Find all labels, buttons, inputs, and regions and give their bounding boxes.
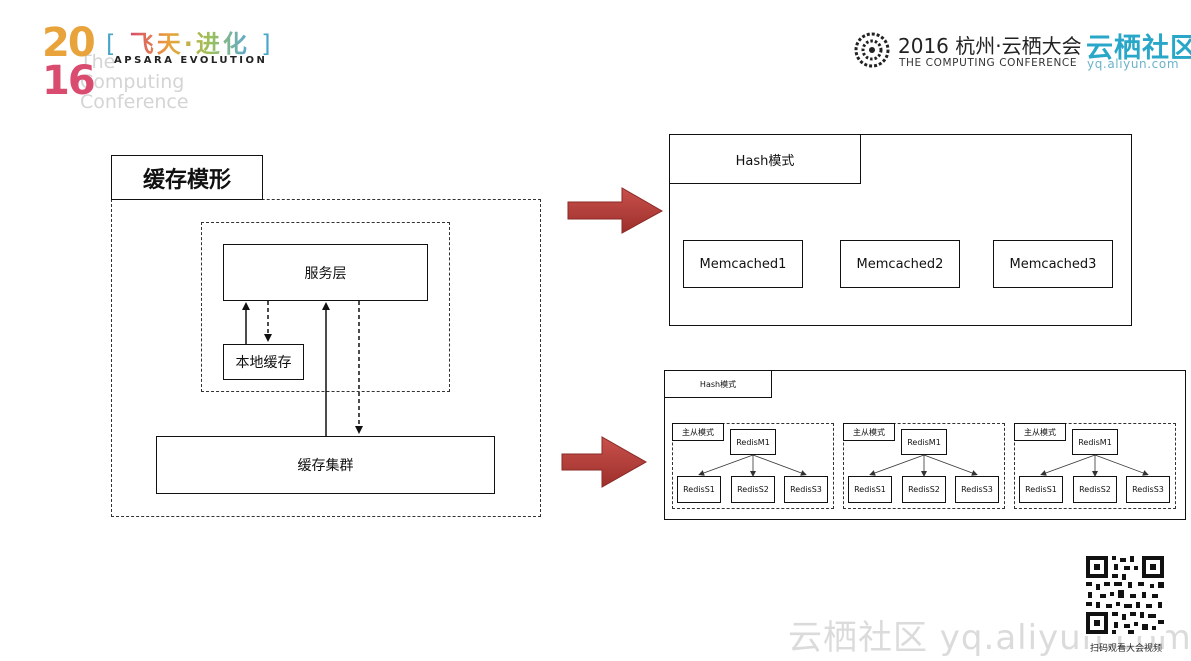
memcached-node: Memcached1 [683, 240, 803, 288]
conference-logo-left: The Computing Conference 20 16 [ 飞天·进化 ]… [42, 22, 302, 117]
master-slave-label: 主从模式 [672, 423, 724, 441]
qr-caption: 扫码观看大会视频 [1089, 644, 1162, 654]
redis-panel-title: Hash模式 [664, 370, 772, 398]
memcached-node: Memcached3 [993, 240, 1113, 288]
redis-slave-node: RedisS2 [902, 476, 946, 503]
redis-slave-node: RedisS1 [848, 476, 892, 503]
service-layer-box: 服务层 [223, 244, 428, 301]
memcached-panel-title: Hash模式 [669, 134, 861, 184]
logo-year-bottom: 16 [42, 58, 96, 104]
conference-title: 2016 杭州·云栖大会 [898, 34, 1082, 58]
master-slave-label: 主从模式 [1014, 423, 1066, 441]
logo-slogan: [ 飞天·进化 ] [106, 30, 274, 58]
faint-tagline-line1: The [80, 51, 116, 73]
local-cache-box: 本地缓存 [223, 344, 304, 380]
redis-slave-node: RedisS3 [955, 476, 999, 503]
faint-tagline-line2: Computing [80, 71, 185, 93]
redis-slave-node: RedisS1 [677, 476, 721, 503]
redis-master-node: RedisM1 [730, 429, 776, 455]
brand-url: yq.aliyun.com [1087, 57, 1180, 71]
logo-subtitle: APSARA EVOLUTION [114, 55, 268, 66]
master-slave-group [1014, 423, 1176, 509]
redis-master-node: RedisM1 [1072, 429, 1118, 455]
brand-name: 云栖社区 [1086, 33, 1191, 64]
slogan-text: 飞天·进化 [129, 30, 250, 58]
master-slave-group [843, 423, 1005, 509]
master-slave-label: 主从模式 [843, 423, 895, 441]
redis-slave-node: RedisS1 [1019, 476, 1063, 503]
red-arrow-to-memcached [567, 187, 664, 234]
master-slave-group [672, 423, 834, 509]
conference-logo-right: 2016 杭州·云栖大会 THE COMPUTING CONFERENCE 云栖… [854, 30, 1191, 76]
conference-emblem-icon [854, 32, 890, 68]
memcached-node: Memcached2 [840, 240, 960, 288]
red-arrow-to-redis [561, 436, 648, 488]
redis-slave-node: RedisS3 [784, 476, 828, 503]
qr-code-icon [1084, 554, 1166, 636]
redis-slave-node: RedisS2 [731, 476, 775, 503]
redis-slave-node: RedisS2 [1073, 476, 1117, 503]
redis-master-node: RedisM1 [901, 429, 947, 455]
faint-tagline: The Computing Conference [80, 52, 189, 112]
logo-year-top: 20 [42, 20, 96, 66]
redis-slave-node: RedisS3 [1126, 476, 1170, 503]
cache-model-outer-boundary [111, 199, 541, 517]
cache-model-title: 缓存模形 [111, 155, 263, 200]
cache-cluster-box: 缓存集群 [156, 436, 495, 494]
faint-tagline-line3: Conference [80, 91, 189, 113]
logo-year: 20 16 [42, 20, 96, 104]
conference-subtitle: THE COMPUTING CONFERENCE [899, 57, 1078, 69]
